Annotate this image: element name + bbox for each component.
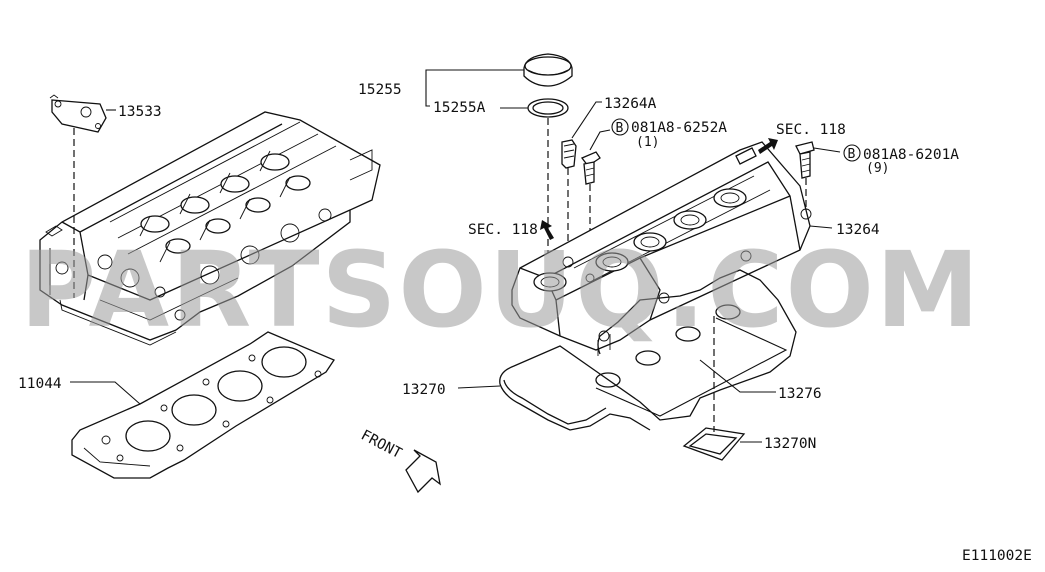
oil-filler-cap[interactable] bbox=[523, 53, 573, 87]
bolt-081a8-6201a[interactable] bbox=[795, 141, 815, 179]
callout-13270[interactable]: 13270 bbox=[402, 382, 446, 398]
cylinder-head-gasket[interactable] bbox=[71, 331, 335, 479]
leader-6252a bbox=[589, 129, 611, 151]
leader-13270 bbox=[457, 385, 501, 389]
figure-code: E111002E bbox=[962, 548, 1032, 564]
front-label: FRONT bbox=[358, 427, 404, 462]
callout-13533[interactable]: 13533 bbox=[118, 104, 162, 120]
callout-13264a[interactable]: 13264A bbox=[604, 96, 657, 112]
callout-13276[interactable]: 13276 bbox=[778, 386, 822, 402]
callout-081a8-6252a[interactable]: 081A8-6252A bbox=[631, 120, 727, 136]
callout-sec118-top[interactable]: SEC. 118 bbox=[776, 122, 846, 138]
svg-text:B: B bbox=[848, 147, 856, 162]
leader-13264a bbox=[571, 101, 602, 139]
bolt-badge-6201a: B bbox=[843, 144, 861, 162]
rear-cover-plate[interactable] bbox=[49, 94, 107, 133]
callout-13270n[interactable]: 13270N bbox=[764, 436, 816, 452]
callout-qty-6252a: (1) bbox=[636, 135, 659, 150]
callout-qty-6201a: (9) bbox=[866, 161, 889, 176]
stud-bolt-13264a[interactable] bbox=[561, 139, 577, 169]
rocker-cover[interactable] bbox=[511, 141, 812, 356]
leader-bracket bbox=[425, 88, 430, 107]
bolt-081a8-6252a[interactable] bbox=[580, 151, 601, 185]
watermark-text: PARTSOUQ.COM bbox=[20, 229, 981, 351]
filler-cap-oring[interactable] bbox=[527, 98, 569, 118]
leader-13264 bbox=[809, 225, 833, 229]
plug-tube-seals[interactable] bbox=[595, 304, 788, 417]
front-direction-arrow bbox=[405, 449, 441, 494]
sec118-arrow-left bbox=[540, 220, 554, 240]
cylinder-head-assembly[interactable] bbox=[39, 111, 381, 346]
callout-081a8-6201a[interactable]: 081A8-6201A bbox=[863, 147, 959, 163]
callout-15255[interactable]: 15255 bbox=[358, 82, 402, 98]
bolt-badge-6252a: B bbox=[611, 118, 629, 136]
leader-13276 bbox=[699, 359, 776, 393]
svg-text:B: B bbox=[616, 121, 624, 136]
leader-15255 bbox=[425, 69, 524, 88]
callout-sec118-left[interactable]: SEC. 118 bbox=[468, 222, 538, 238]
rocker-cover-gasket[interactable] bbox=[499, 269, 797, 431]
leader-11044 bbox=[70, 381, 141, 405]
callout-13264[interactable]: 13264 bbox=[836, 222, 880, 238]
small-gasket-13270n[interactable] bbox=[682, 427, 746, 461]
sec118-arrow-top bbox=[758, 138, 778, 154]
leader-6201a bbox=[813, 147, 841, 153]
callout-11044[interactable]: 11044 bbox=[18, 376, 62, 392]
callout-15255a[interactable]: 15255A bbox=[433, 100, 486, 116]
